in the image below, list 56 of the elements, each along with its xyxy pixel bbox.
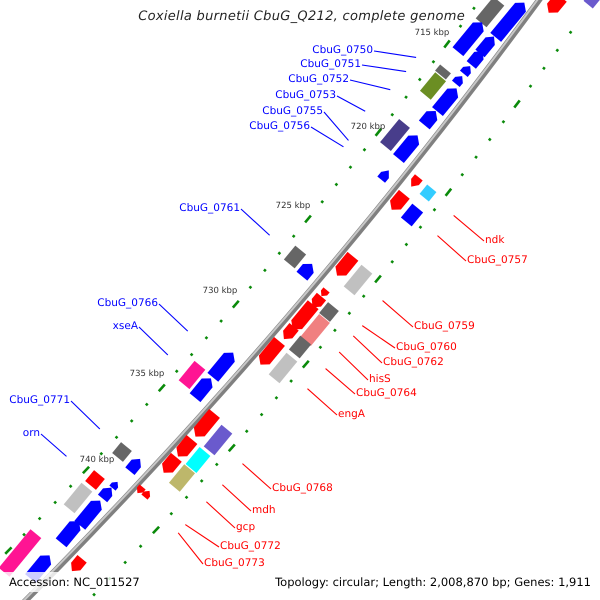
leader-line bbox=[138, 326, 168, 356]
leader-line bbox=[352, 335, 382, 364]
genome-info-text: Topology: circular; Length: 2,008,870 bp; Genes: 1,911 bbox=[275, 575, 591, 589]
gene-label: CbuG_0753 bbox=[275, 89, 336, 101]
leader-line bbox=[324, 112, 349, 141]
gene-label: CbuG_0750 bbox=[312, 44, 373, 56]
leader-line bbox=[307, 388, 338, 416]
gene-label: CbuG_0768 bbox=[272, 482, 333, 494]
gene-label: gcp bbox=[236, 521, 256, 533]
scale-label: 720 kbp bbox=[350, 122, 386, 132]
leader-line bbox=[325, 368, 356, 394]
leader-line bbox=[362, 64, 406, 72]
gene-label: CbuG_0760 bbox=[396, 341, 457, 353]
scale-label: 730 kbp bbox=[202, 286, 238, 296]
leader-line bbox=[338, 352, 368, 380]
leader-line bbox=[382, 300, 414, 328]
gene-label: CbuG_0752 bbox=[288, 73, 349, 85]
gene-label: CbuG_0756 bbox=[249, 120, 310, 132]
scale-label: 715 kbp bbox=[414, 28, 450, 38]
scale-label: 725 kbp bbox=[276, 201, 310, 211]
gene-label: CbuG_0757 bbox=[467, 254, 528, 266]
scale-label: 740 kbp bbox=[80, 455, 114, 465]
leader-line bbox=[206, 501, 236, 528]
leader-line bbox=[362, 325, 396, 348]
leader-line bbox=[374, 50, 416, 58]
title: Coxiella burnetii CbuG_Q212, complete genome bbox=[138, 9, 465, 24]
gene-label: engA bbox=[338, 408, 365, 420]
gene-label: CbuG_0755 bbox=[262, 105, 323, 117]
gene-label: CbuG_0773 bbox=[204, 557, 265, 569]
leader-line bbox=[185, 524, 220, 548]
leader-line bbox=[240, 208, 270, 236]
gene-label: hisS bbox=[369, 373, 391, 385]
leader-line bbox=[70, 400, 100, 430]
gene-label: CbuG_0771 bbox=[9, 394, 70, 406]
leader-line bbox=[453, 215, 484, 242]
gene-label: orn bbox=[22, 427, 40, 439]
leader-line bbox=[40, 434, 67, 457]
leader-line bbox=[336, 96, 366, 112]
gene-label: xseA bbox=[112, 320, 138, 332]
gene-label: CbuG_0761 bbox=[179, 202, 240, 214]
leader-line bbox=[437, 235, 466, 262]
gene-label: CbuG_0766 bbox=[97, 297, 158, 309]
gene-label: CbuG_0762 bbox=[383, 356, 444, 368]
gene-label: CbuG_0751 bbox=[300, 58, 361, 70]
gene-label: ndk bbox=[485, 234, 504, 246]
gene-label: CbuG_0772 bbox=[220, 540, 281, 552]
leader-line bbox=[178, 532, 204, 564]
gene-label: CbuG_0759 bbox=[414, 320, 475, 332]
leader-line bbox=[242, 463, 272, 490]
gene-label: mdh bbox=[252, 504, 276, 516]
scale-label: 735 kbp bbox=[130, 369, 164, 379]
gene-label: CbuG_0764 bbox=[356, 387, 417, 399]
leader-line bbox=[158, 304, 188, 332]
leader-line bbox=[350, 79, 390, 90]
leader-line bbox=[222, 484, 252, 512]
leader-line bbox=[310, 126, 344, 148]
